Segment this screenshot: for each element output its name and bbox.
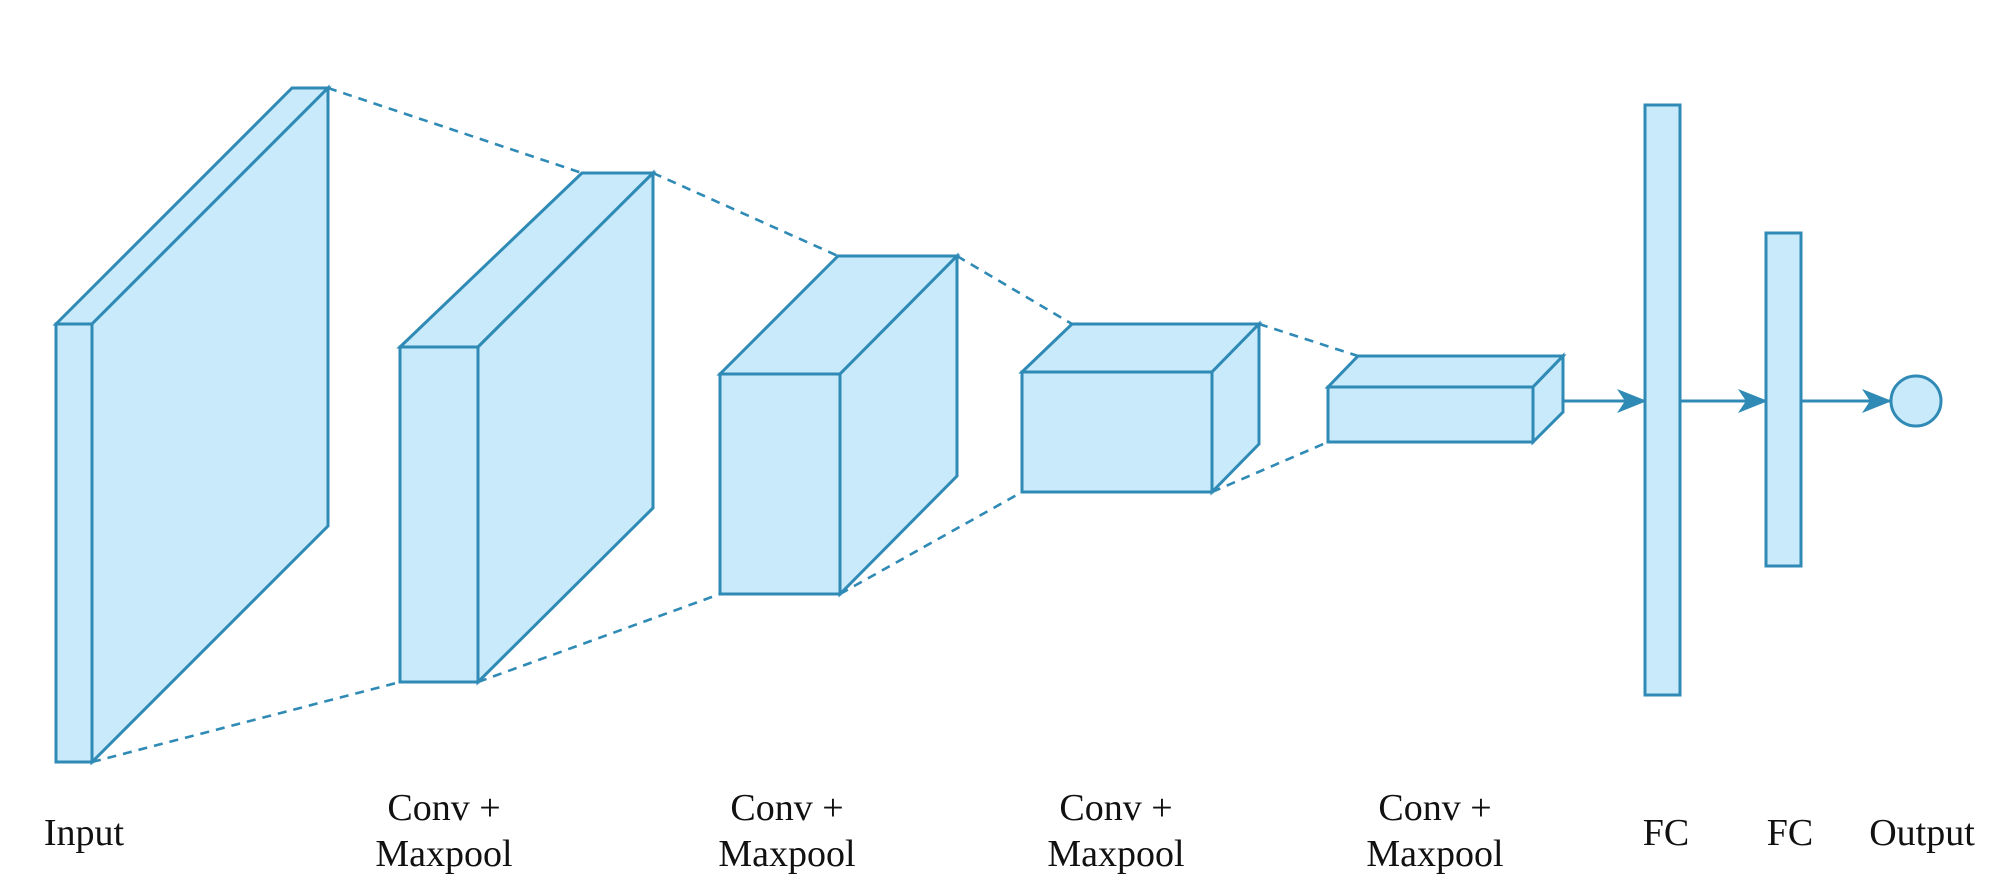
fc-layer-2 [1764, 231, 1803, 568]
label-conv2-line2: Maxpool [718, 833, 855, 875]
label-output: Output [1869, 812, 1975, 854]
connector-input-conv1-top [327, 86, 583, 175]
connector-conv3-conv4-top [1258, 322, 1359, 358]
label-conv2-line1: Conv + [730, 787, 843, 829]
layer-labels: Input Conv + Maxpool Conv + Maxpool Conv… [44, 787, 1975, 875]
connector-lines [91, 86, 1359, 764]
label-fc2: FC [1767, 812, 1813, 854]
label-conv1-line1: Conv + [387, 787, 500, 829]
output-node [1889, 374, 1943, 428]
label-fc1: FC [1643, 812, 1689, 854]
connector-conv2-conv3-bottom [839, 490, 1023, 596]
connector-conv1-conv2-top [652, 171, 839, 258]
label-conv3-line1: Conv + [1059, 787, 1172, 829]
connector-input-conv1-bottom [91, 680, 401, 764]
label-conv4-line1: Conv + [1378, 787, 1491, 829]
conv-maxpool-block-3 [1018, 320, 1263, 496]
conv-maxpool-block-4 [1324, 352, 1567, 446]
label-conv4-line2: Maxpool [1366, 833, 1503, 875]
label-input: Input [44, 812, 125, 854]
connector-conv2-conv3-top [956, 254, 1073, 326]
input-layer [52, 84, 332, 766]
conv-maxpool-block-2 [716, 252, 961, 598]
conv-maxpool-block-1 [396, 169, 657, 686]
connector-conv1-conv2-bottom [477, 592, 721, 684]
label-conv1-line2: Maxpool [375, 833, 512, 875]
connector-conv3-conv4-bottom [1211, 440, 1329, 494]
fc-layer-1 [1643, 103, 1682, 697]
label-conv3-line2: Maxpool [1047, 833, 1184, 875]
